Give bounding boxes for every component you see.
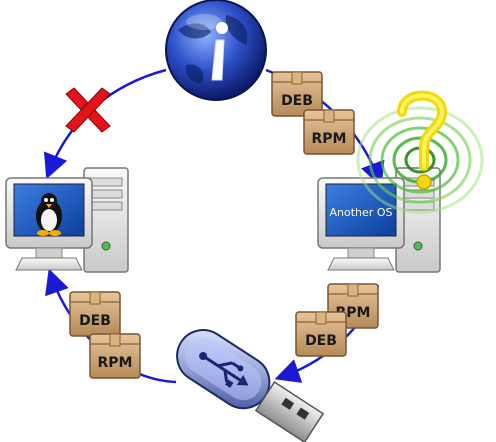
other-os-computer: Another OS [317,167,441,273]
usb-symbol-icon [199,352,249,388]
question-mark-icon [356,90,484,214]
package-box-rpm: RPM [89,333,141,379]
package-label: DEB [79,313,111,329]
package-box-deb: DEB [295,311,347,357]
package-label: RPM [312,131,347,147]
package-group-globe-to-other: DEB RPM [271,71,355,155]
usb-drive [176,329,325,442]
package-label: DEB [305,333,337,349]
linux-computer [5,167,129,273]
package-label: RPM [98,355,133,371]
red-x-icon [65,87,111,133]
package-box-deb: DEB [271,71,323,117]
internet-globe-icon [165,0,267,101]
package-label: DEB [281,93,313,109]
screen-label-another-os: Another OS [330,206,393,219]
arrow-globe-to-linux [43,68,167,180]
package-group-usb-to-linux: DEB RPM [69,291,141,379]
tux-penguin-icon [36,193,62,236]
package-box-deb: DEB [69,291,121,337]
package-box-rpm: RPM [303,109,355,155]
